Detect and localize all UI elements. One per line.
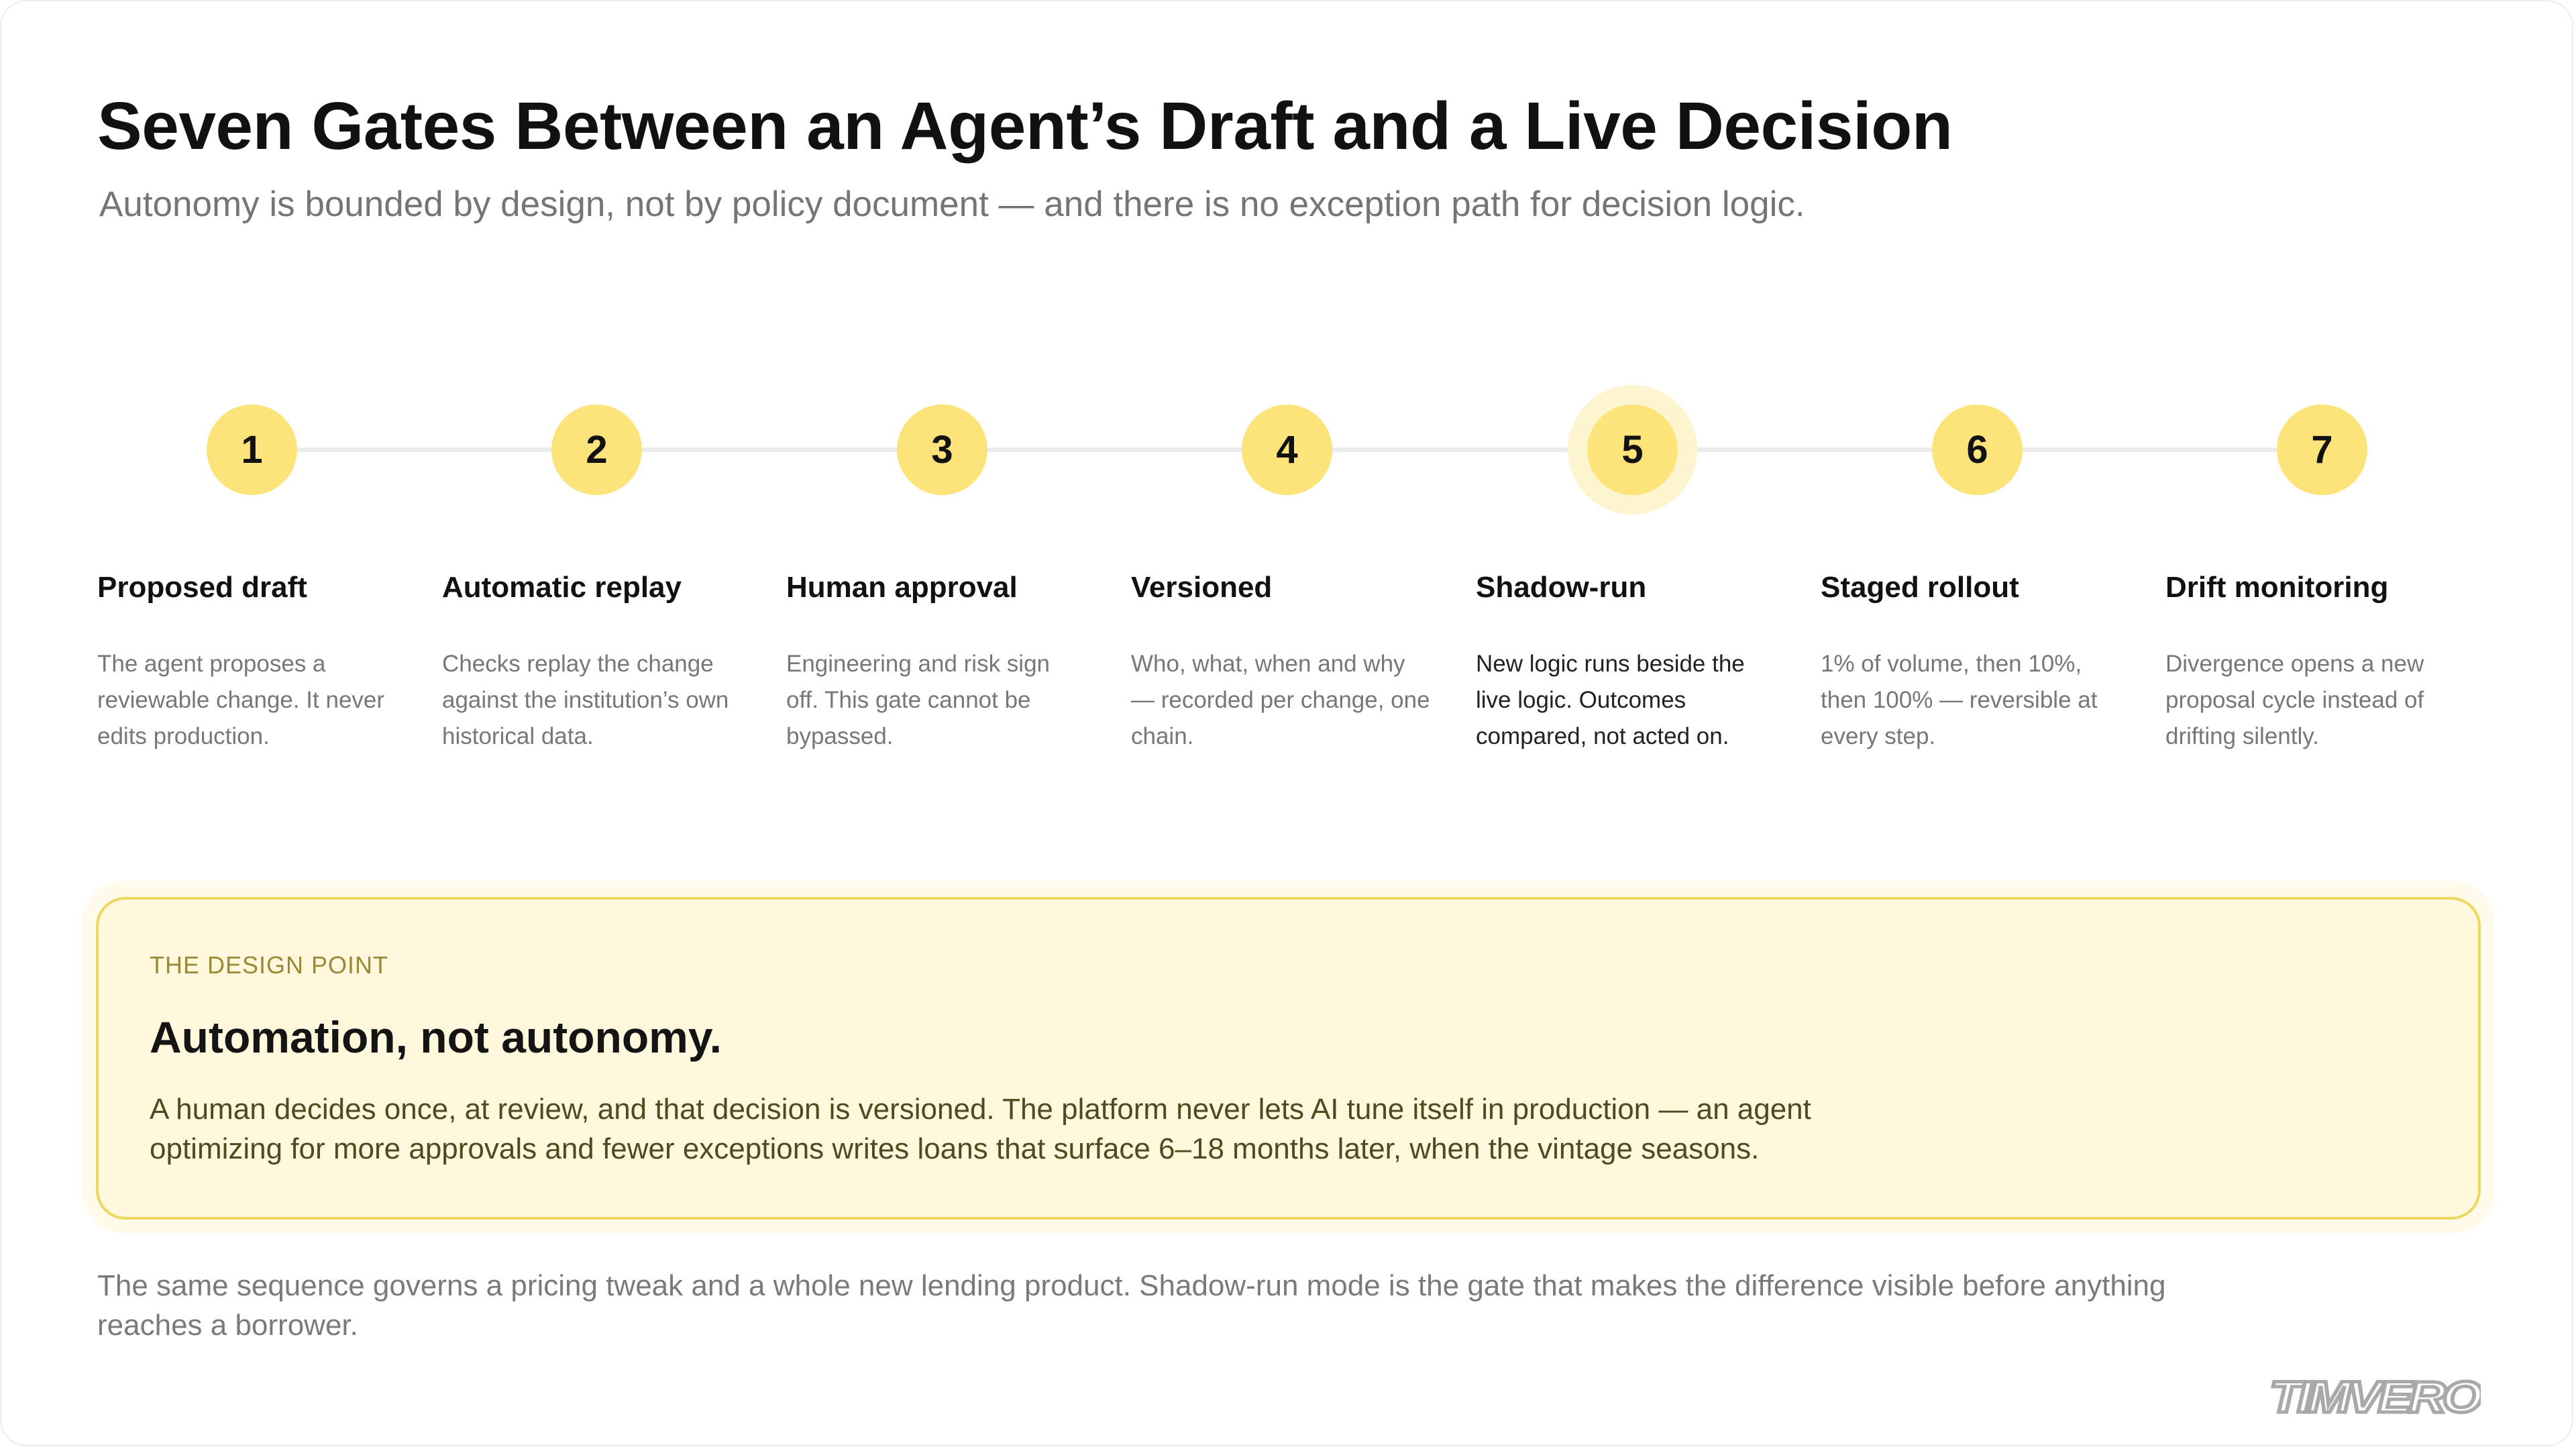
gate-3-number-badge: 3 bbox=[897, 405, 987, 495]
gate-4-number-badge: 4 bbox=[1242, 405, 1332, 495]
gate-5-number-badge: 5 bbox=[1587, 405, 1678, 495]
gate-1-title: Proposed draft bbox=[97, 571, 307, 604]
timvero-logo: TIMVERO bbox=[2269, 1375, 2481, 1417]
callout-body: A human decides once, at review, and tha… bbox=[150, 1093, 1811, 1165]
logo-text: TIMVERO bbox=[2269, 1375, 2481, 1417]
design-point-callout bbox=[96, 897, 2481, 1220]
gate-2-title: Automatic replay bbox=[442, 571, 682, 604]
gate-5-description: New logic runs beside the live logic. Ou… bbox=[1476, 651, 1745, 749]
gate-4-title: Versioned bbox=[1131, 571, 1273, 604]
gate-4-description: Who, what, when and why — recorded per c… bbox=[1131, 651, 1430, 749]
gate-3-description: Engineering and risk sign off. This gate… bbox=[786, 651, 1051, 749]
gate-6-title: Staged rollout bbox=[1821, 571, 2019, 604]
gate-1-description: The agent proposes a reviewable change. … bbox=[97, 651, 385, 749]
page-title: Seven Gates Between an Agent’s Draft and… bbox=[97, 89, 1953, 164]
gate-6-number-badge: 6 bbox=[1932, 405, 2023, 495]
gate-3-title: Human approval bbox=[786, 571, 1018, 604]
page-subtitle: Autonomy is bounded by design, not by po… bbox=[99, 184, 1805, 224]
callout-kicker: THE DESIGN POINT bbox=[150, 951, 389, 979]
gate-7-title: Drift monitoring bbox=[2165, 571, 2389, 604]
gate-7-description: Divergence opens a new proposal cycle in… bbox=[2165, 651, 2424, 749]
gate-7-number-badge: 7 bbox=[2277, 405, 2367, 495]
gate-2-description: Checks replay the change against the ins… bbox=[442, 651, 729, 749]
footer-note: The same sequence governs a pricing twea… bbox=[97, 1269, 2166, 1342]
gate-6-description: 1% of volume, then 10%, then 100% — reve… bbox=[1821, 651, 2098, 749]
gate-5-title: Shadow-run bbox=[1476, 571, 1647, 604]
gate-1-number-badge: 1 bbox=[207, 405, 297, 495]
callout-title: Automation, not autonomy. bbox=[150, 1012, 722, 1062]
gate-2-number-badge: 2 bbox=[551, 405, 642, 495]
